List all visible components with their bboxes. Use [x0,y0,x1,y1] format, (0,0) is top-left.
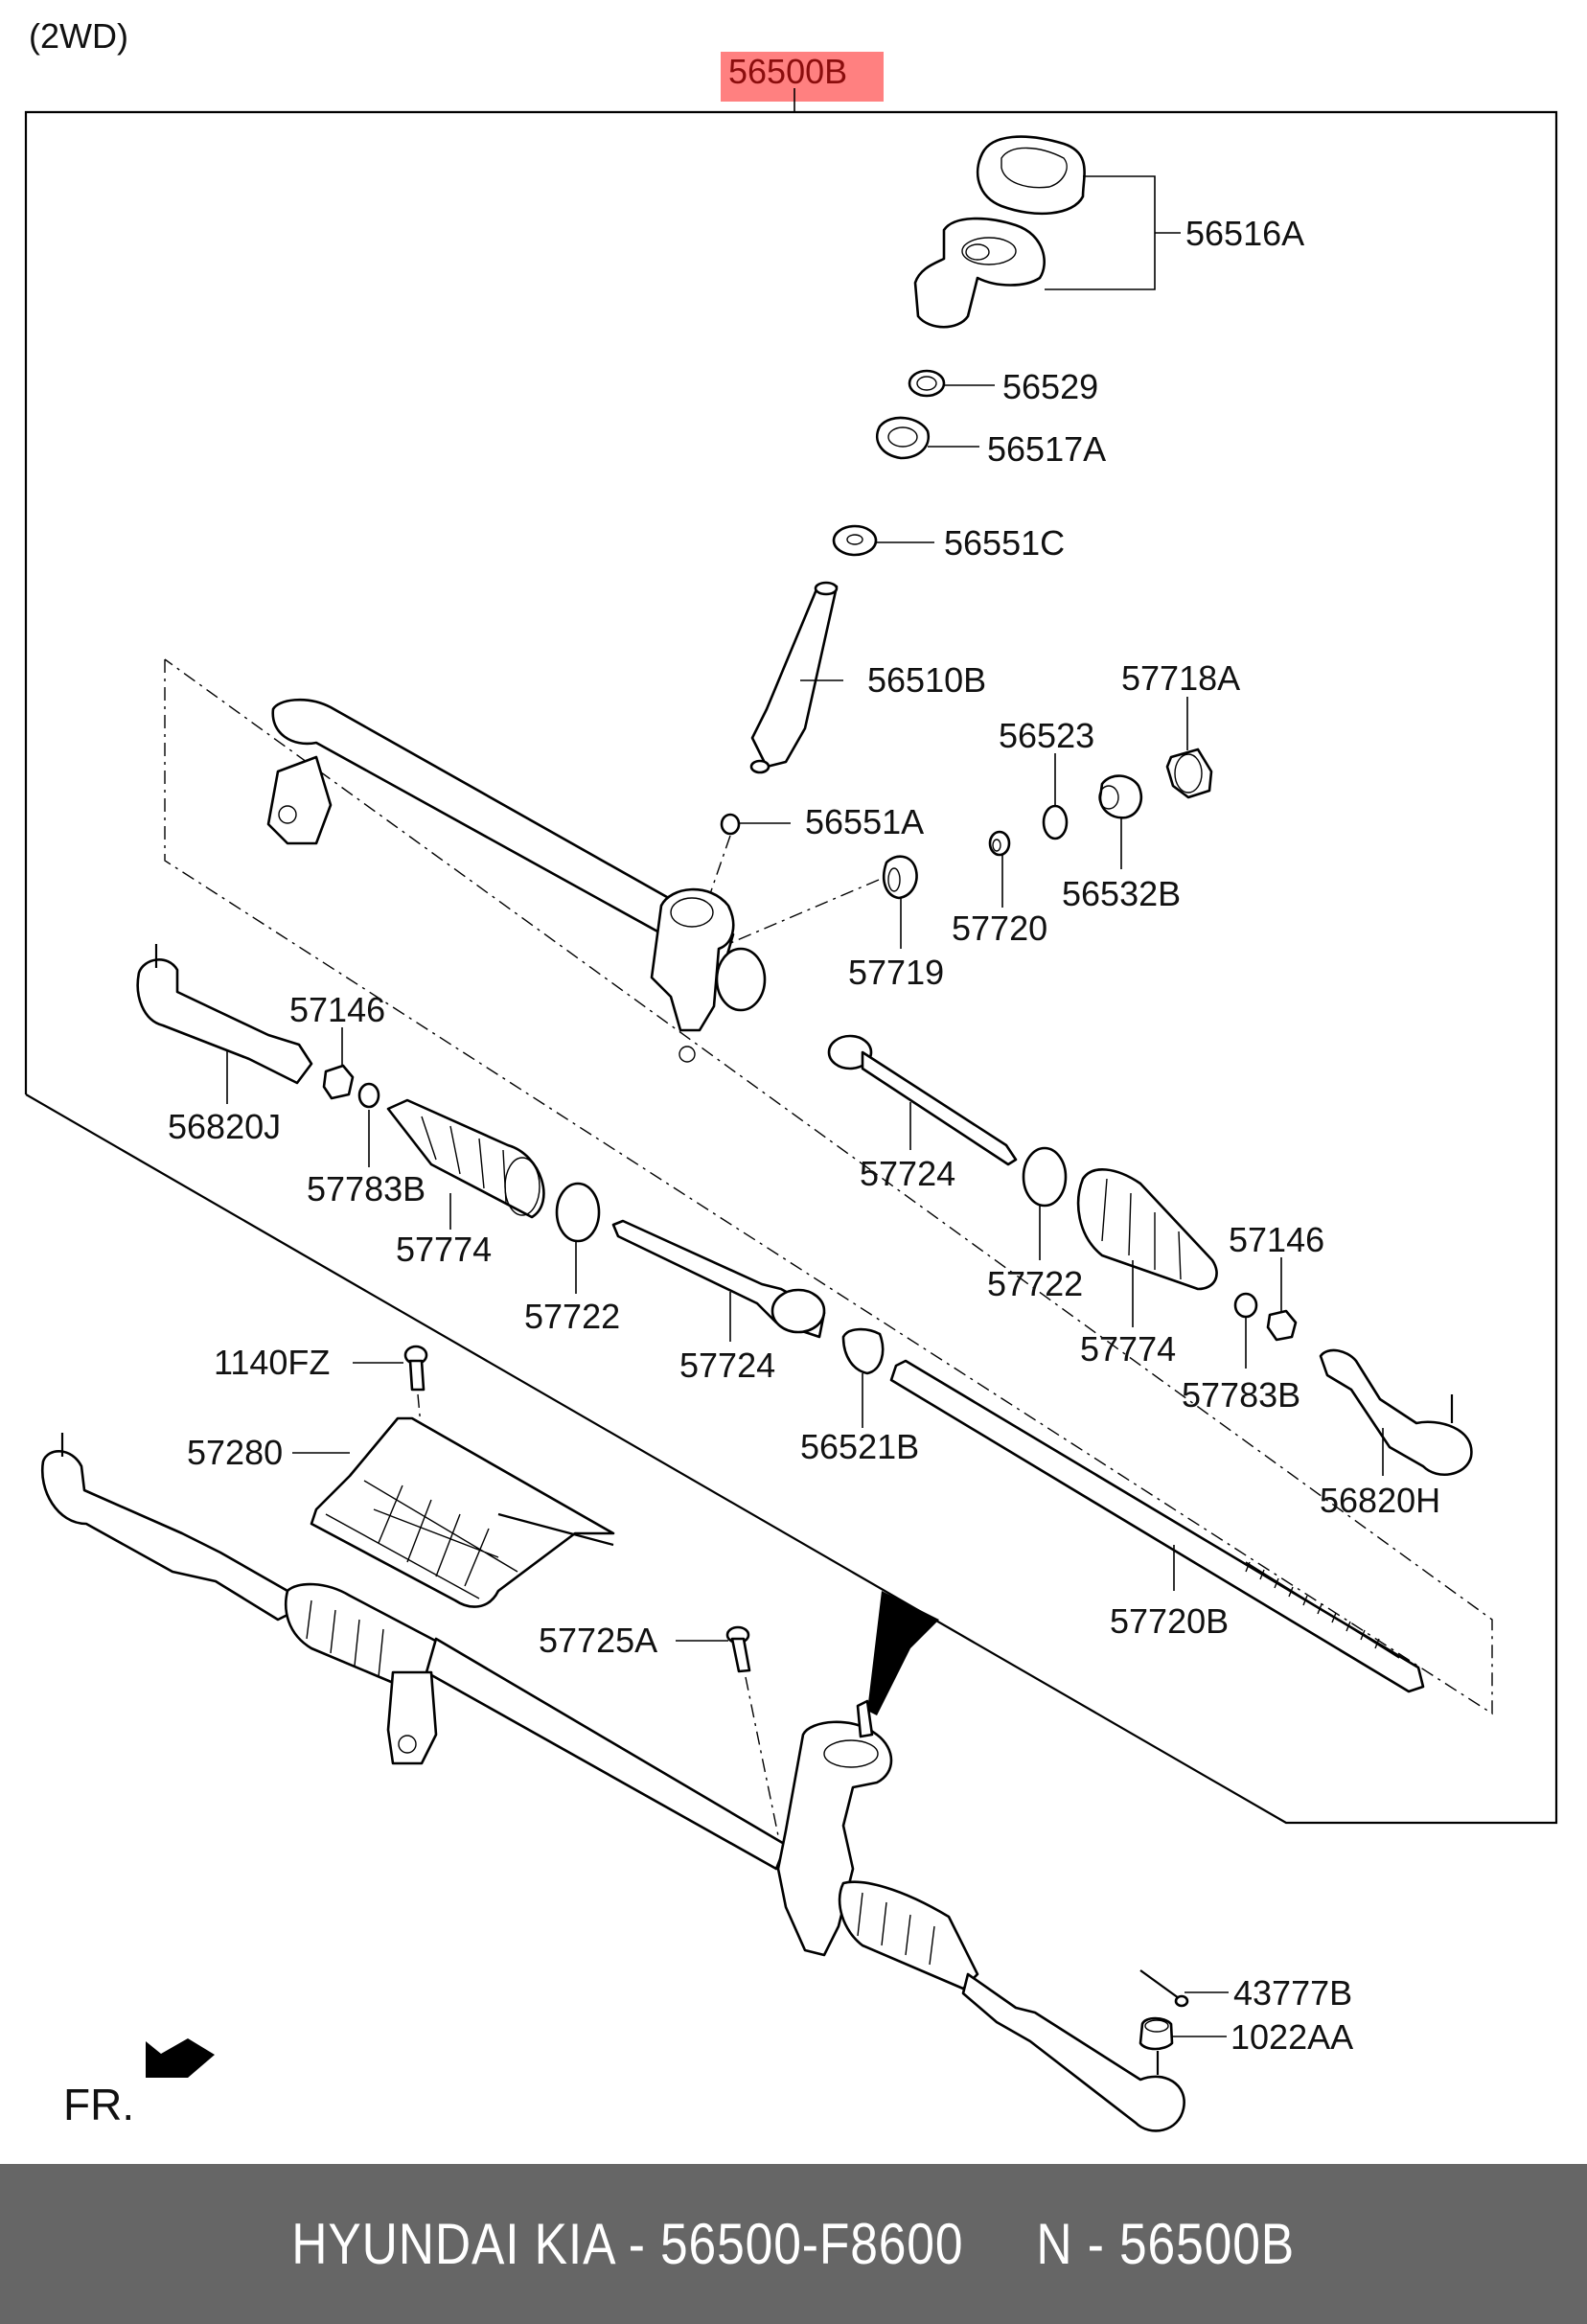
pinion-shaft-part [749,581,839,774]
washer-part [832,524,878,557]
callout-57783B[interactable]: 57783B [307,1169,426,1208]
callout-56820J[interactable]: 56820J [168,1107,281,1146]
yoke-plug-nut-part [1165,748,1213,799]
band-right-part [1022,1146,1068,1208]
inner-tie-rod-left-part [611,1219,826,1339]
callout-57718A[interactable]: 57718A [1121,658,1240,698]
callout-57719[interactable]: 57719 [848,953,944,992]
callout-57724-left[interactable]: 57724 [679,1346,775,1385]
footer-text: HYUNDAI KIA - 56500-F8600 N - 56500B [291,2212,1296,2276]
callout-57146[interactable]: 57146 [289,990,385,1029]
callout-57720[interactable]: 57720 [952,909,1047,948]
yoke-plug-part [1098,774,1143,819]
heat-protector-part [310,1416,615,1608]
footer-bar: HYUNDAI KIA - 56500-F8600 N - 56500B [0,2164,1587,2324]
clip-left-part [357,1082,380,1109]
callout-56521B[interactable]: 56521B [800,1427,919,1466]
callout-56516A[interactable]: 56516A [1185,214,1304,253]
assembled-rack-part [40,1433,1185,2132]
callout-1022AA[interactable]: 1022AA [1230,2017,1353,2057]
callout-43777B[interactable]: 43777B [1233,1973,1352,2013]
callout-57720B[interactable]: 57720B [1110,1601,1229,1641]
callout-56551A[interactable]: 56551A [805,802,924,841]
callout-57722-right[interactable]: 57722 [987,1264,1083,1303]
callout-57774-right[interactable]: 57774 [1080,1329,1176,1369]
o-ring-part [1042,804,1069,840]
assembly-highlight [721,52,884,102]
bellows-left-part [386,1098,545,1219]
callout-56510B[interactable]: 56510B [867,660,986,700]
callout-57725A[interactable]: 57725A [539,1621,657,1660]
cover-and-boot-part [913,135,1086,329]
callout-57280[interactable]: 57280 [187,1433,283,1472]
callout-56517A[interactable]: 56517A [987,429,1106,469]
assembly-label[interactable]: 56500B [728,52,847,91]
inner-tie-rod-right-part [827,1034,1018,1166]
assembly-frame [24,110,1558,1825]
variant-label: (2WD) [29,16,128,56]
lock-nut-part [875,416,931,460]
callout-57724-right[interactable]: 57724 [860,1154,955,1193]
callout-56529[interactable]: 56529 [1002,367,1098,406]
front-arrow-icon [146,2038,215,2078]
spring-part [988,830,1011,857]
nut-left-part [322,1064,355,1100]
cap-part [720,813,741,836]
rack-housing-part [266,698,767,1063]
clip-right-part [1233,1292,1258,1319]
callout-56532B[interactable]: 56532B [1062,874,1181,913]
tie-rod-end-left-part [136,944,313,1085]
tie-rod-end-right-part [1319,1348,1473,1476]
callout-57146-right[interactable]: 57146 [1229,1220,1324,1259]
bolt-57725A-part [725,1625,751,1673]
callout-57774[interactable]: 57774 [396,1230,492,1269]
nut-right-part [1266,1309,1298,1342]
callout-56551C[interactable]: 56551C [944,523,1065,563]
callout-1140FZ[interactable]: 1140FZ [214,1343,330,1382]
bolt-1140FZ-part [403,1345,428,1392]
support-yoke-part [882,855,918,900]
callout-56523[interactable]: 56523 [999,716,1094,755]
bellows-right-part [1076,1168,1218,1291]
rack-part [889,1359,1425,1693]
castle-nut-part [1138,2016,1174,2051]
parts-diagram: (2WD) 56500B 56516A 56529 56517A 56551C … [24,16,1558,2132]
callout-57722[interactable]: 57722 [524,1297,620,1336]
callout-57783B-right[interactable]: 57783B [1182,1375,1300,1415]
callout-56820H[interactable]: 56820H [1320,1481,1440,1520]
band-left-part [555,1182,601,1243]
split-pin-part [1139,1969,1189,2008]
axis-line [727,879,880,945]
steering-column-indicator [867,1591,939,1715]
front-label: FR. [63,2080,134,2129]
axis-line [745,1676,782,1851]
subassembly-frame [164,658,1493,1715]
bushing-part [841,1327,885,1375]
seal-part [908,369,946,398]
